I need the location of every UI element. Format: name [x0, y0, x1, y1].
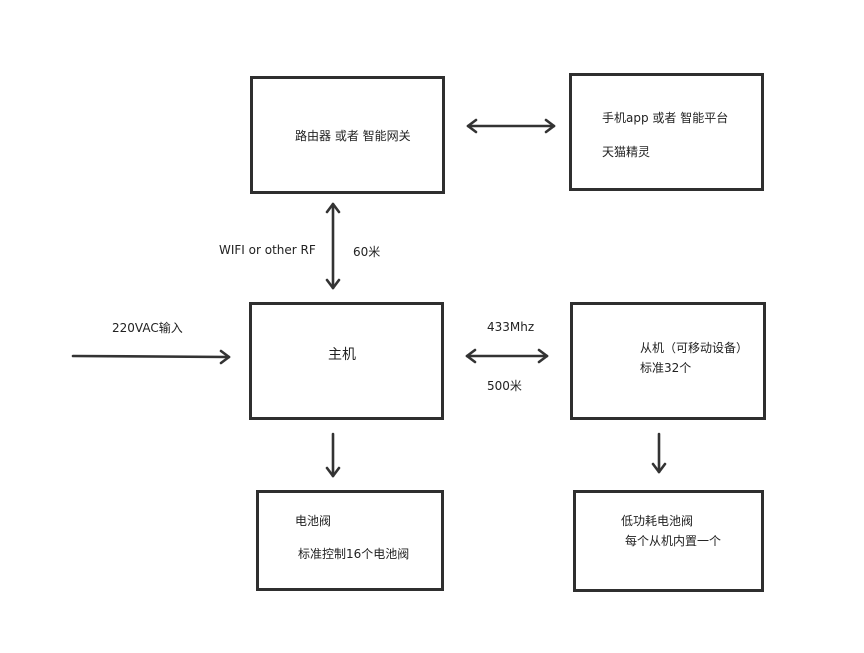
app-sublabel: 天猫精灵	[602, 145, 651, 159]
frequency-label: 433Mhz	[487, 320, 535, 334]
range-60-label: 60米	[353, 245, 381, 259]
router-box	[250, 76, 445, 194]
power-input-arrow	[71, 349, 231, 365]
app-box	[569, 73, 764, 191]
valve-sublabel: 标准控制16个电池阀	[298, 547, 410, 561]
slave-sublabel: 标准32个	[640, 361, 692, 375]
host-valve-arrow	[325, 432, 341, 478]
host-slave-arrow	[465, 348, 549, 364]
router-label: 路由器 或者 智能网关	[295, 129, 411, 143]
low-power-valve-box	[573, 490, 764, 592]
slave-valve-arrow	[651, 432, 667, 474]
router-host-arrow	[325, 202, 341, 290]
router-app-arrow	[466, 118, 556, 134]
range-500-label: 500米	[487, 379, 522, 393]
host-box	[249, 302, 444, 420]
low-power-valve-label: 低功耗电池阀	[621, 514, 694, 528]
app-label: 手机app 或者 智能平台	[602, 111, 729, 125]
wifi-label: WIFI or other RF	[219, 243, 316, 257]
valve-label: 电池阀	[295, 514, 332, 528]
power-input-label: 220VAC输入	[112, 321, 183, 335]
host-label: 主机	[328, 347, 356, 363]
slave-box	[570, 302, 766, 420]
slave-label: 从机（可移动设备）	[640, 341, 749, 355]
valve-box	[256, 490, 444, 591]
low-power-valve-sublabel: 每个从机内置一个	[625, 534, 722, 548]
